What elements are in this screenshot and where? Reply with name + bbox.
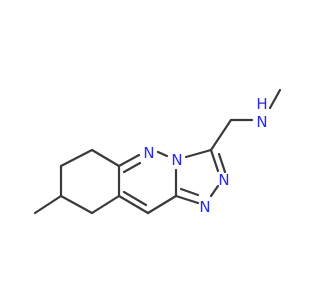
bond-layer	[33, 88, 282, 215]
atom-label-layer: N N N N N H	[143, 95, 267, 216]
atom-n-triazole-lower: N	[199, 198, 210, 216]
bond-n-ch3	[268, 88, 282, 110]
bond-ring-c6-c5a	[90, 148, 121, 168]
bond-c3-ch2	[209, 118, 233, 152]
bond-c10-c9a	[117, 194, 150, 215]
bond-n5-n4	[156, 150, 169, 158]
atom-h-amine: H	[256, 95, 267, 113]
atom-n-pyridazine: N	[143, 144, 154, 162]
bond-c3a-n1-double	[179, 187, 200, 197]
bond-ring-c8-c9	[59, 194, 94, 215]
bond-n1-n2	[209, 184, 220, 198]
bond-c10-c9a-double	[122, 190, 148, 207]
bond-c3a-c10	[146, 194, 178, 215]
bond-methyl	[33, 194, 63, 215]
atom-n-amine: N	[256, 113, 267, 131]
bond-c3-n4	[184, 148, 213, 159]
bond-c5a-n5	[117, 153, 141, 168]
bond-c5a-n5-double	[122, 161, 142, 174]
background	[0, 0, 300, 300]
bond-ring-c9-c9a	[90, 194, 121, 215]
bond-n2-c3	[209, 148, 220, 173]
bond-n2-c3-double	[217, 152, 227, 174]
atom-n-triazole-upper: N	[218, 171, 229, 189]
bond-c3a-n1	[174, 194, 200, 205]
molecule-structure: N N N N N H	[0, 0, 300, 300]
atom-n-junction: N	[171, 151, 182, 169]
bond-ring-c7-c6	[59, 148, 94, 168]
